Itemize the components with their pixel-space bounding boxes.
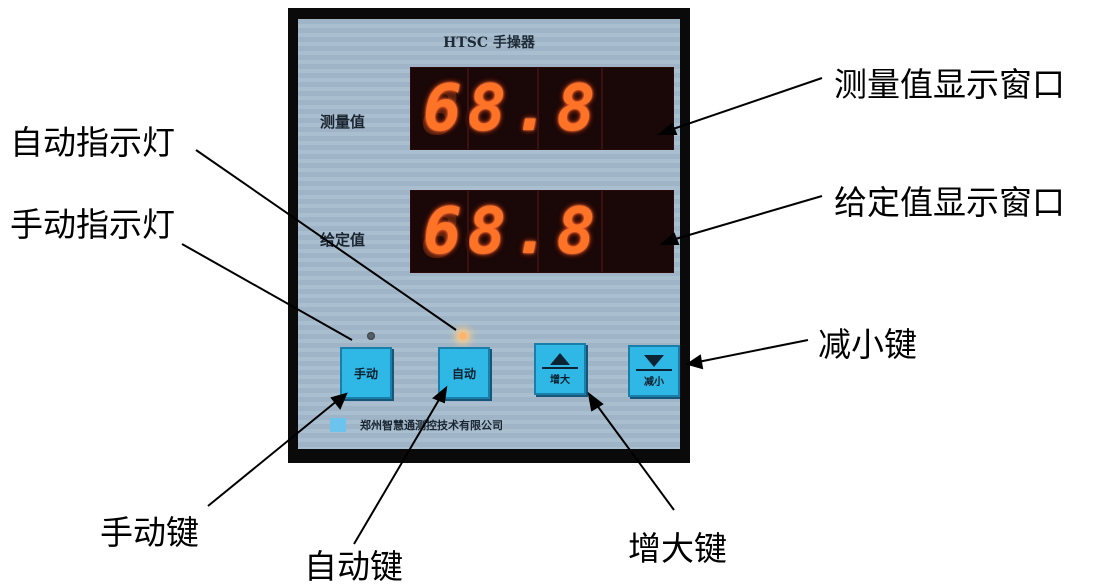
manual-key-callout: 手动键: [100, 513, 199, 552]
display-divider: [467, 191, 469, 272]
manual-key-leader: [207, 399, 339, 507]
arrowhead: [659, 232, 680, 245]
arrowhead: [587, 391, 604, 412]
setpoint-window-callout: 给定值显示窗口: [834, 183, 1065, 222]
display-divider: [601, 68, 603, 149]
decrease-key[interactable]: 减小: [628, 345, 680, 397]
key-divider: [542, 366, 578, 369]
arrowhead: [657, 122, 678, 135]
arrowhead: [685, 354, 704, 370]
decrease-key-label: 减小: [644, 376, 664, 388]
increase-key-label: 增大: [550, 374, 570, 386]
company-name: 郑州智慧通测控技术有限公司: [360, 419, 503, 432]
display-divider: [537, 68, 539, 149]
arrow-down-icon: [644, 354, 664, 367]
key-divider: [636, 368, 672, 371]
display-divider: [467, 68, 469, 149]
auto-key-label: 自动: [451, 366, 476, 381]
setpoint-display-off-digit: 8: [421, 199, 460, 273]
arrowhead: [330, 392, 348, 410]
display-divider: [537, 191, 539, 272]
measured-window-leader: [669, 77, 823, 131]
increase-key[interactable]: 增大: [534, 343, 586, 395]
arrowhead: [432, 385, 448, 404]
manual-indicator-callout: 手动指示灯: [10, 205, 175, 244]
measured-value-label: 测量值: [320, 113, 366, 131]
increase-key-callout: 增大键: [628, 529, 727, 568]
panel-title: HTSC 手操器: [443, 35, 535, 51]
setpoint-value-digits: 68.8: [423, 194, 602, 269]
company-logo-icon: [330, 418, 346, 432]
decrease-key-leader: [697, 339, 809, 363]
decrease-key-callout: 减小键: [818, 325, 917, 364]
measured-display-off-digit: 8: [421, 76, 460, 150]
manual-key-label: 手动: [353, 366, 378, 381]
arrow-up-icon: [550, 352, 570, 365]
auto-indicator-light: [459, 332, 467, 340]
auto-key-leader: [353, 397, 441, 545]
manual-key[interactable]: 手动: [340, 347, 392, 399]
auto-key-callout: 自动键: [304, 547, 403, 586]
display-divider: [601, 191, 603, 272]
measured-value-display: 8 68.8: [410, 67, 674, 150]
setpoint-window-leader: [671, 195, 823, 241]
measured-value-digits: 68.8: [423, 71, 602, 146]
manual-indicator-leader: [181, 243, 353, 341]
auto-indicator-callout: 自动指示灯: [10, 123, 175, 162]
measured-window-callout: 测量值显示窗口: [834, 65, 1065, 104]
controller-panel: HTSC 手操器 测量值 8 68.8 给定值 8 68.8 手动 自动 增大 …: [298, 19, 680, 449]
auto-indicator-leader: [195, 149, 457, 331]
setpoint-value-display: 8 68.8: [410, 190, 674, 273]
manual-indicator-light: [367, 332, 375, 340]
increase-key-leader: [595, 403, 675, 511]
